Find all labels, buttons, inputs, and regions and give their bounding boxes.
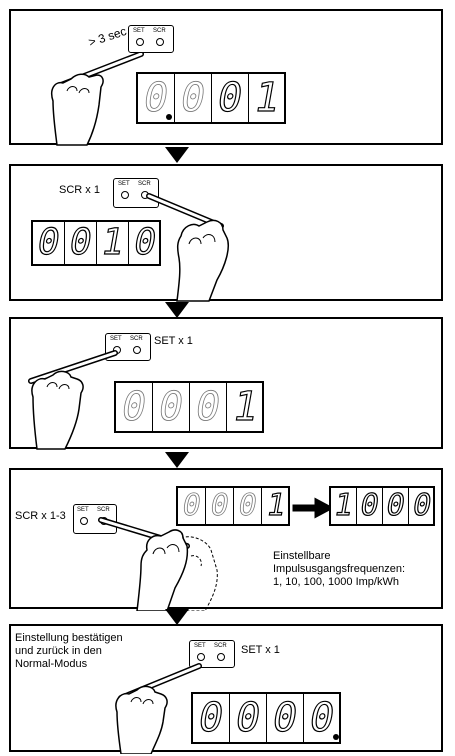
- step-instruction: SCR x 1-3: [15, 510, 66, 522]
- display-digit: 0: [234, 488, 262, 524]
- display-digit: 1: [331, 487, 357, 524]
- hand-with-pen-icon: [28, 350, 118, 450]
- confirm-note-line: Normal-Modus: [15, 658, 88, 670]
- display-digit: 0: [304, 694, 341, 742]
- scr-button-label: SCR: [97, 507, 110, 513]
- display-digit: 0: [190, 383, 227, 431]
- display-digit: 0: [66, 221, 97, 264]
- decimal-point: [333, 734, 339, 740]
- display-digit: 0: [153, 383, 190, 431]
- set-button[interactable]: [121, 191, 129, 199]
- button-box: SET SCR: [73, 504, 117, 534]
- confirm-note-line: und zurück in den: [15, 645, 102, 657]
- button-box: SET SCR: [113, 178, 159, 208]
- down-arrow-icon: [165, 609, 189, 625]
- frequency-note-line: Einstellbare: [273, 550, 331, 562]
- display-digit: 0: [193, 694, 230, 742]
- button-box: SET SCR: [189, 640, 235, 668]
- display-digit: 0: [212, 74, 249, 122]
- decimal-point: [166, 114, 172, 120]
- scr-button-label: SCR: [153, 28, 166, 34]
- meter-display: 0 0 0 1: [114, 381, 264, 433]
- down-arrow-icon: [165, 452, 189, 468]
- frequency-note-line: Impulsusgangsfrequenzen:: [273, 563, 406, 575]
- display-digit: 0: [383, 487, 409, 524]
- scr-button[interactable]: [156, 38, 164, 46]
- scr-button-label: SCR: [130, 336, 143, 342]
- hand-with-pen-icon: [51, 51, 144, 146]
- display-digit: 1: [249, 74, 286, 122]
- set-button-label: SET: [133, 28, 145, 34]
- set-button[interactable]: [80, 517, 88, 525]
- hand-with-pen-icon: [115, 663, 202, 754]
- meter-display-after: 1 0 0 0: [329, 486, 435, 526]
- set-button[interactable]: [136, 38, 144, 46]
- step-1-panel: > 3 sec SET SCR 0 0 0 1: [9, 9, 443, 146]
- step-instruction: SET x 1: [241, 644, 280, 656]
- meter-display: 0 0 1 0: [31, 220, 161, 266]
- step-5-panel: Einstellung bestätigen und zurück in den…: [9, 624, 443, 754]
- step-4-panel: SCR x 1-3 SET SCR 0 0 0 1 1 0 0 0 Einste…: [9, 468, 443, 611]
- step-instruction: SCR x 1: [59, 184, 100, 196]
- display-digit: 0: [230, 694, 267, 742]
- set-button-label: SET: [194, 643, 206, 649]
- scr-button[interactable]: [133, 346, 141, 354]
- display-digit: 1: [98, 221, 129, 264]
- hand-with-pen-icon: [146, 193, 229, 302]
- frequency-note-line: 1, 10, 100, 1000 Imp/kWh: [273, 576, 399, 588]
- meter-display-before: 0 0 0 1: [176, 486, 290, 526]
- set-button-label: SET: [77, 507, 89, 513]
- confirm-note-line: Einstellung bestätigen: [15, 632, 123, 644]
- scr-button-label: SCR: [138, 181, 151, 187]
- display-digit: 0: [116, 383, 153, 431]
- scr-button[interactable]: [217, 653, 225, 661]
- display-digit: 0: [34, 221, 65, 264]
- display-digit: 0: [206, 488, 234, 524]
- button-box: SET SCR: [128, 25, 174, 53]
- down-arrow-icon: [165, 302, 189, 318]
- scr-button-label: SCR: [214, 643, 227, 649]
- step-2-panel: SCR x 1 SET SCR 0 0 1 0: [9, 164, 443, 302]
- display-digit: 0: [138, 74, 175, 122]
- display-digit: 0: [175, 74, 212, 122]
- set-button-label: SET: [110, 336, 122, 342]
- display-digit: 0: [357, 487, 383, 524]
- display-digit: 0: [178, 488, 206, 524]
- step-3-panel: SET SCR SET x 1 0 0 0 1: [9, 317, 443, 450]
- meter-display: 0 0 0 0: [191, 692, 341, 744]
- meter-display: 0 0 0 1: [136, 72, 286, 124]
- display-digit: 0: [267, 694, 304, 742]
- hand-with-pen-icon: [98, 517, 218, 611]
- set-button-label: SET: [118, 181, 130, 187]
- down-arrow-icon: [165, 147, 189, 163]
- display-digit: 1: [229, 383, 262, 430]
- step-instruction: SET x 1: [154, 335, 193, 347]
- set-button[interactable]: [197, 653, 205, 661]
